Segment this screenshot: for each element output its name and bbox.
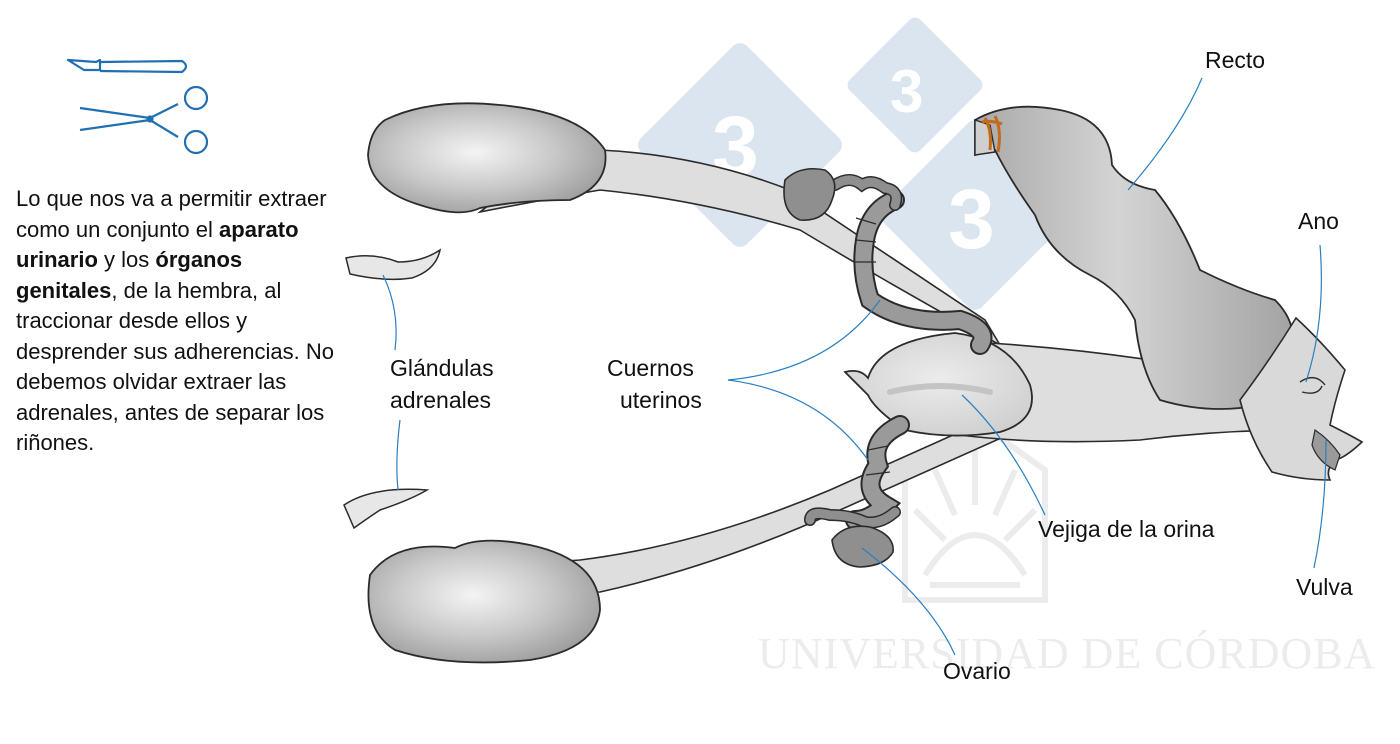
description-part-3: , de la hembra, al traccionar desde ello…	[16, 277, 334, 456]
upper-uterine-horn-fill	[855, 192, 991, 353]
upper-ovary	[783, 167, 836, 221]
scissors-icon	[79, 85, 209, 155]
description-text: Lo que nos va a permitir extraer como un…	[16, 184, 346, 459]
label-cuernos-line2: uterinos	[620, 387, 702, 413]
upper-oviduct-fill	[830, 175, 901, 210]
label-recto: Recto	[1205, 47, 1265, 73]
lower-kidney	[367, 539, 601, 664]
scalpel-icon	[66, 58, 188, 74]
label-ano: Ano	[1298, 208, 1339, 234]
upper-adrenal-gland	[345, 248, 442, 281]
anus-mark	[1299, 377, 1326, 394]
label-vulva: Vulva	[1296, 574, 1353, 600]
leader-recto	[1127, 77, 1203, 191]
leader-cuernos-upper	[727, 299, 881, 381]
description-bold-urinary: aparato urinario	[16, 216, 299, 273]
watermark-digit-3: 3	[948, 172, 995, 266]
label-ovario: Ovario	[943, 658, 1011, 684]
lower-ovary	[831, 525, 894, 568]
watermark-diamond-2	[847, 17, 983, 153]
horn-segment-lines	[855, 217, 891, 476]
lower-uterine-horn-fill	[847, 417, 908, 528]
perineal-skin	[1239, 316, 1364, 481]
ligature-icon	[981, 115, 1003, 153]
label-glandulas-line1: Glándulas	[390, 355, 494, 381]
labels: Recto Ano Glándulas adrenales Cuernos ut…	[390, 47, 1353, 684]
lower-adrenal-gland	[343, 488, 430, 530]
leader-glandulas-lower	[396, 419, 401, 491]
description-part-2: y los	[97, 247, 156, 272]
leader-ano	[1305, 244, 1322, 383]
leader-glandulas-upper	[382, 274, 397, 351]
university-emblem	[902, 416, 1048, 603]
watermark-university-name: UNIVERSIDAD DE CÓRDOBA	[758, 629, 1376, 678]
leader-lines	[382, 77, 1327, 656]
label-vejiga: Vejiga de la orina	[1038, 516, 1215, 542]
description-part-1: Lo que nos va a permitir extraer como un…	[16, 186, 327, 242]
leader-cuernos-lower	[727, 379, 869, 461]
bladder-highlight	[887, 383, 993, 395]
watermark-digit-2: 3	[890, 58, 923, 125]
upper-kidney	[367, 102, 607, 214]
label-cuernos-line1: Cuernos	[607, 355, 694, 381]
leader-vejiga	[961, 394, 1046, 516]
description-bold-genital: órganos genitales	[16, 247, 243, 303]
label-glandulas-line2: adrenales	[390, 387, 491, 413]
leader-ovario	[861, 547, 956, 656]
lower-oviduct-fill	[805, 507, 900, 527]
leader-vulva	[1313, 439, 1327, 569]
